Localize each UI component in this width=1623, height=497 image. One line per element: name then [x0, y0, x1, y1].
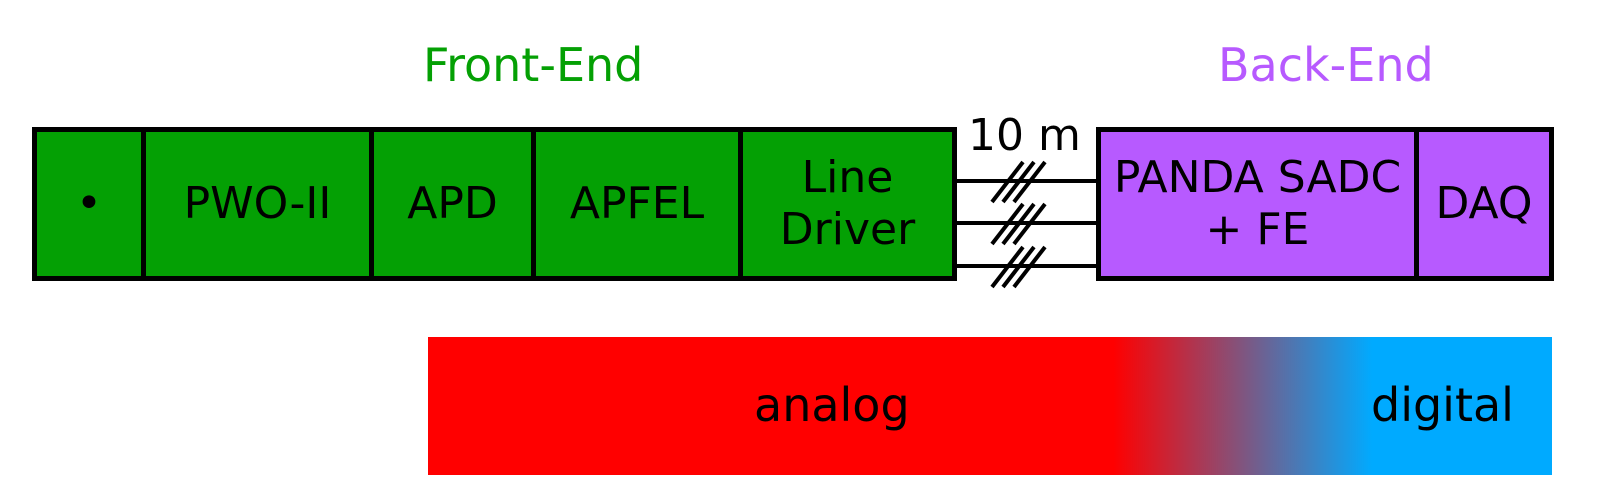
crystal-end-dot: •: [76, 178, 102, 229]
apfel-label: APFEL: [569, 178, 705, 229]
digital-label: digital: [1371, 378, 1514, 432]
line-driver-block: Line Driver: [738, 127, 957, 281]
apd-label: APD: [407, 178, 498, 229]
panda-sadc-label: PANDA SADC + FE: [1113, 152, 1402, 255]
line-driver-label: Line Driver: [779, 152, 916, 255]
analog-label: analog: [754, 378, 910, 432]
apd-block: APD: [369, 127, 536, 281]
apfel-block: APFEL: [531, 127, 743, 281]
pwo-block: PWO-II: [141, 127, 374, 281]
pwo-label: PWO-II: [183, 178, 332, 229]
cable-break-marks: [990, 160, 1047, 289]
back-end-title: Back-End: [1218, 38, 1434, 92]
daq-label: DAQ: [1435, 178, 1533, 229]
cable-length-label: 10 m: [968, 110, 1081, 161]
signal-type-bar: [428, 337, 1552, 475]
crystal-end-block: •: [32, 127, 146, 281]
daq-block: DAQ: [1414, 127, 1554, 281]
front-end-title: Front-End: [423, 38, 644, 92]
panda-sadc-block: PANDA SADC + FE: [1096, 127, 1419, 281]
